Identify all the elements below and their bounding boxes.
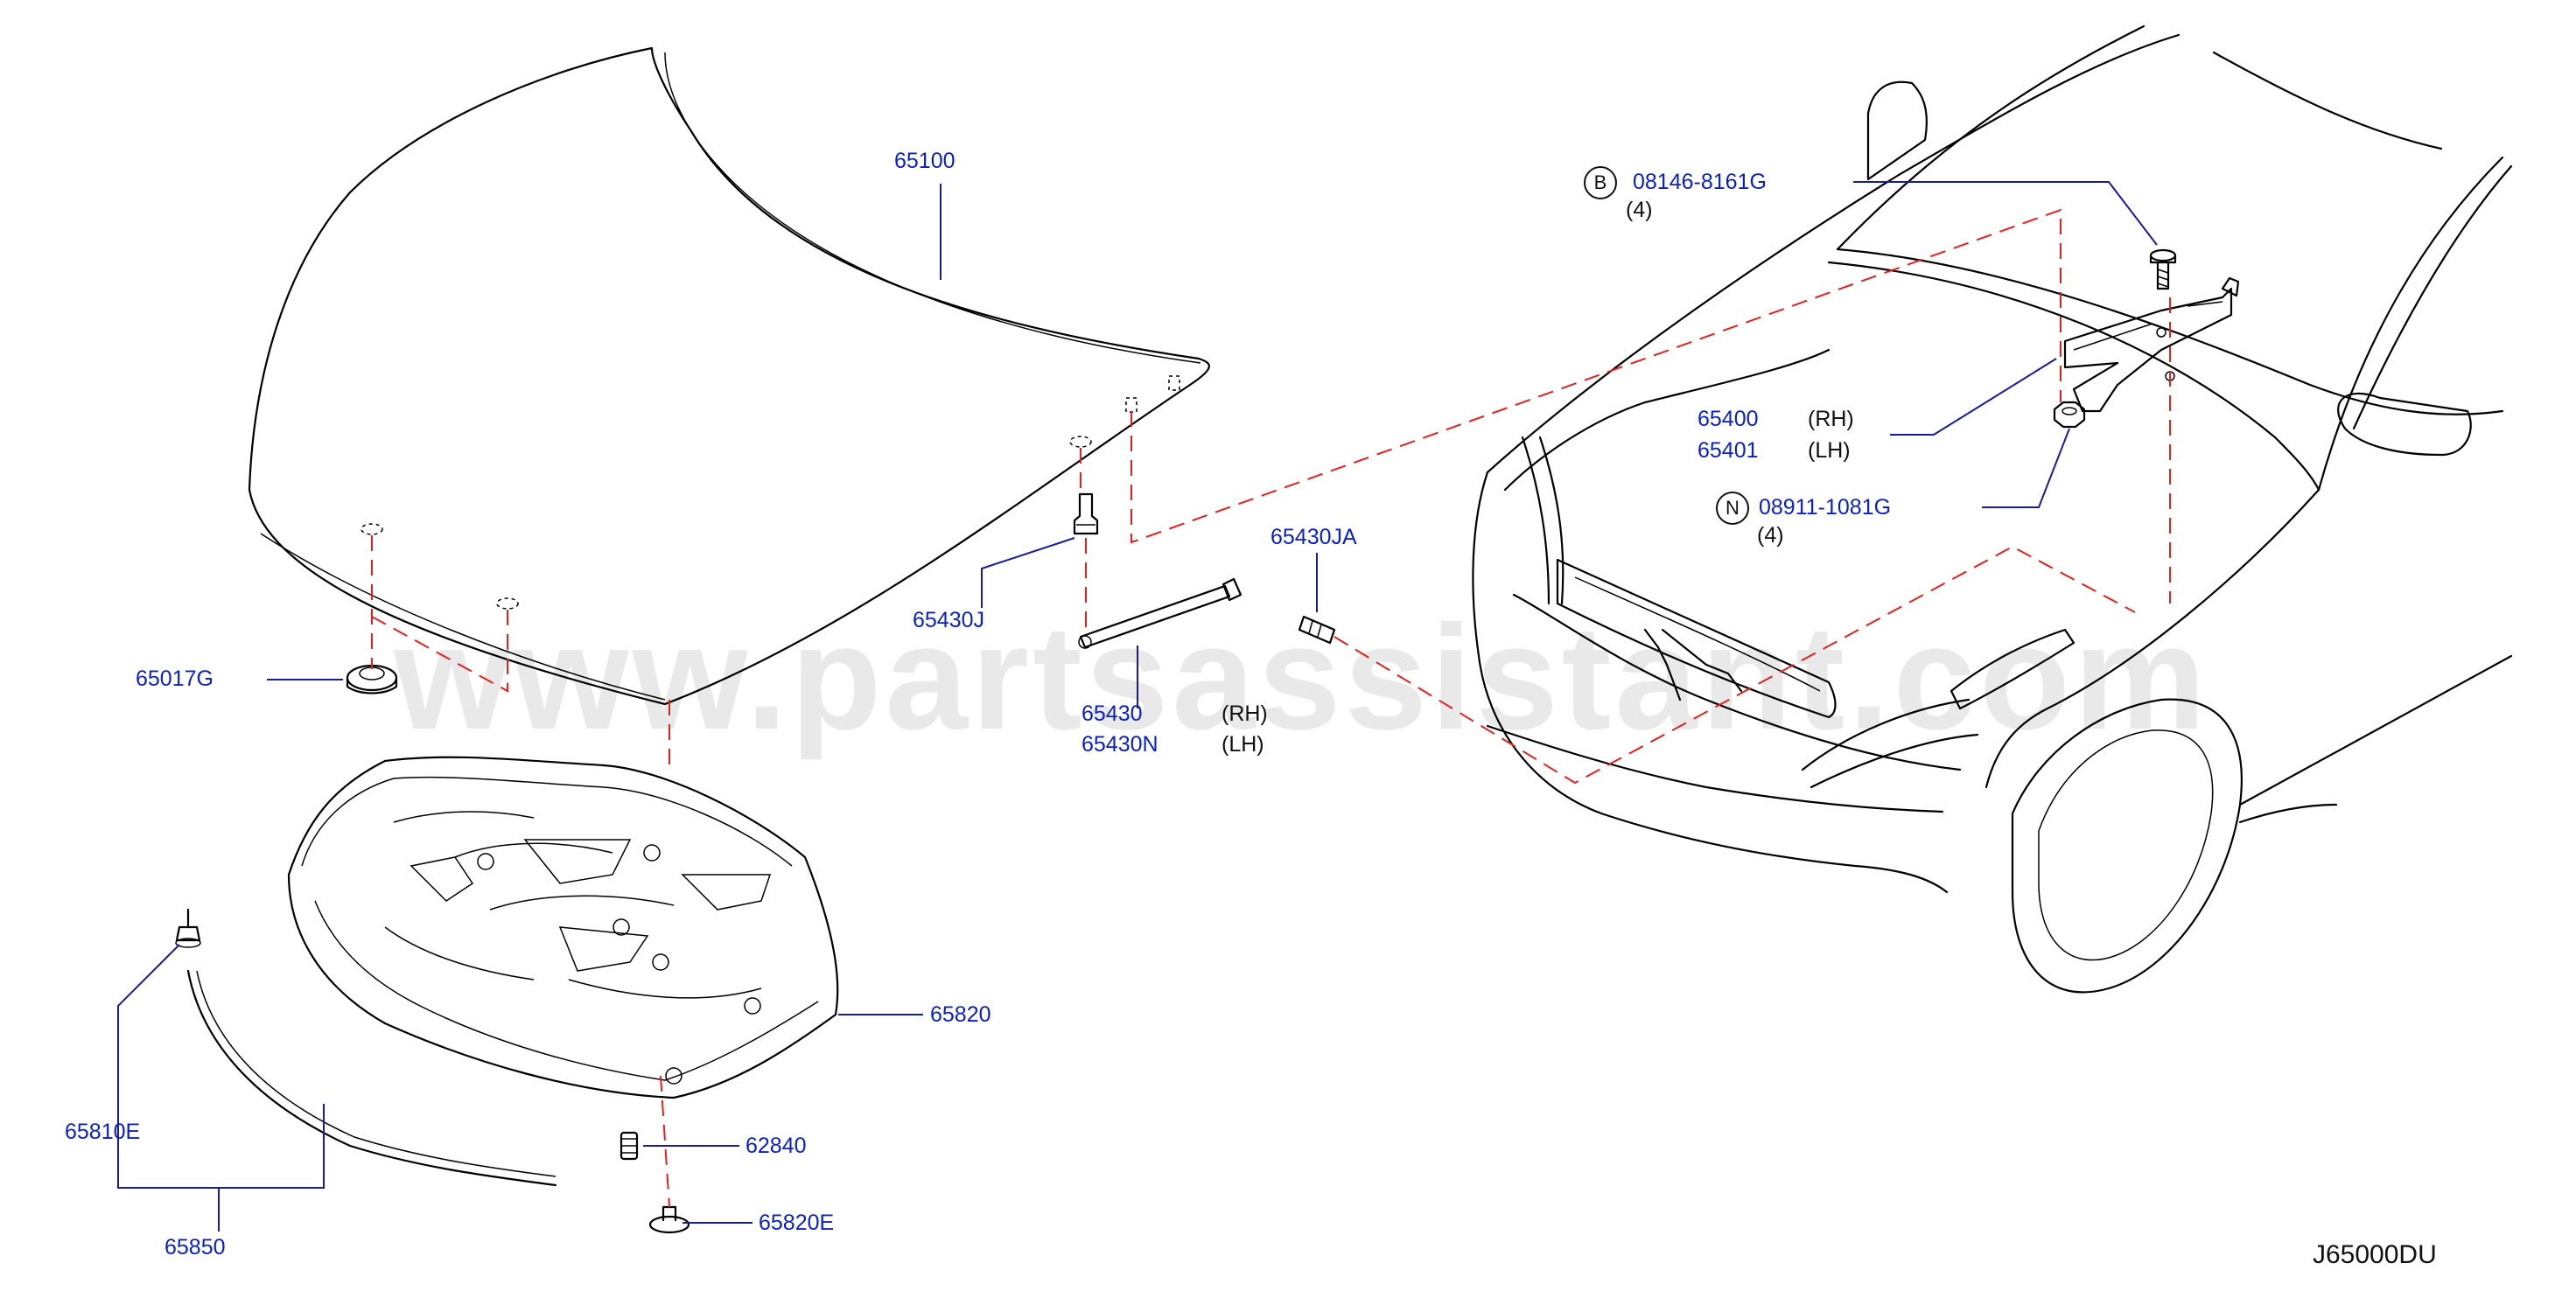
hood-hinge [2063,276,2240,413]
label-insulator: 65820 [930,1002,991,1027]
side-stay-rh: (RH) [1222,701,1268,726]
hinge-bolt [2149,248,2177,290]
label-bolt-code: 08146-8161G [1633,170,1767,194]
stud-65430ja-part [1298,615,1336,645]
label-hood: 65100 [894,149,956,173]
clip-65810e-part [175,908,201,948]
stud-65430j-part [1073,492,1099,535]
label-stay-lh: 65430N [1082,732,1158,757]
label-seal: 65850 [164,1235,226,1260]
side-stay-lh: (LH) [1222,732,1264,757]
nut-letter-badge: N [1716,492,1749,525]
label-clip-65810e: 65810E [65,1120,141,1144]
diagram-code: J65000DU [2313,1240,2437,1269]
clip-65820e-part [648,1205,690,1234]
label-spring-62840: 62840 [746,1134,807,1158]
bolt-quantity: (4) [1626,198,1653,222]
leader-lines [117,181,2158,1232]
label-stud-65430ja: 65430JA [1270,525,1357,549]
side-hinge-lh: (LH) [1808,438,1851,463]
hood-gas-stay [1078,577,1242,649]
hood-panel [248,46,1210,706]
hinge-nut [2053,401,2086,429]
nut-quantity: (4) [1757,523,1784,548]
bolt-letter-badge: B [1584,166,1617,199]
hood-seal [186,969,557,1187]
label-hinge-lh: 65401 [1698,438,1759,463]
label-clip-65820e: 65820E [759,1211,835,1235]
label-nut-code: 08911-1081G [1759,495,1892,520]
side-hinge-rh: (RH) [1808,407,1854,431]
label-stay-rh: 65430 [1082,701,1143,726]
vehicle-body [1472,24,2513,994]
label-bumper-rubber: 65017G [136,666,214,691]
label-stud-65430j: 65430J [913,608,985,632]
spring-62840-part [620,1131,639,1161]
bumper-rubber-part [346,664,398,694]
label-hinge-rh: 65400 [1698,407,1759,431]
assembly-lines [371,208,2171,1208]
hood-insulator [287,756,839,1099]
